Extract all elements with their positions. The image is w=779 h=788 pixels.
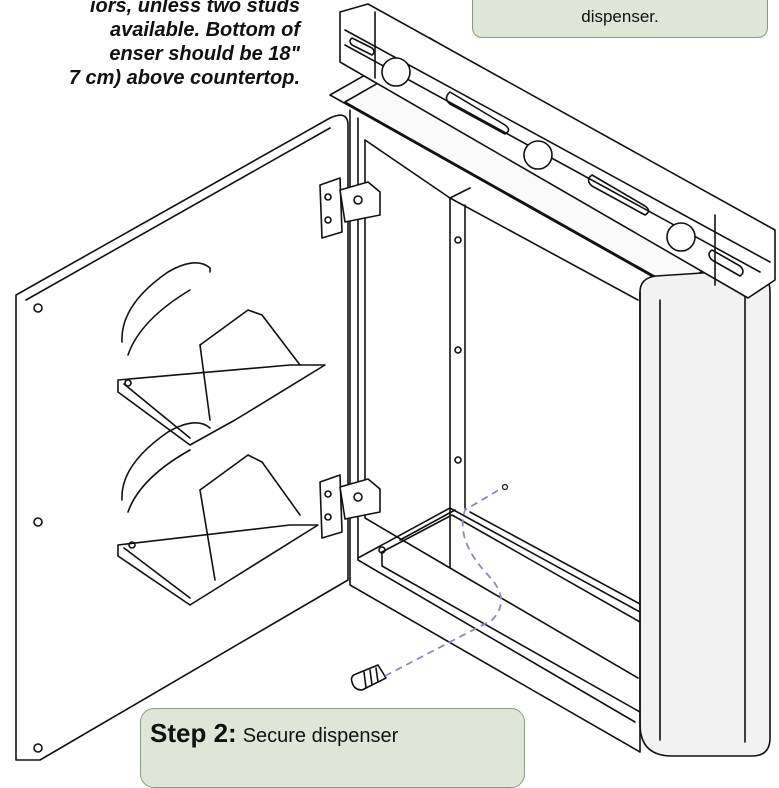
level-tool-icon [339, 3, 776, 299]
callout-step1: dispenser. [472, 0, 768, 38]
hinge-icon [319, 177, 381, 539]
note-line-1: iors, unless two studs [89, 0, 300, 17]
callout-step1-text: dispenser. [581, 7, 659, 26]
note-line-3: enser should be 18" [109, 43, 300, 65]
note-line-4: 7 cm) above countertop. [68, 67, 300, 89]
note-line-2: available. Bottom of [109, 19, 300, 41]
cabinet-door [15, 114, 349, 761]
dispenser-illustration [15, 3, 776, 761]
step2-text: Secure dispenser [242, 725, 399, 747]
mounting-note: iors, unless two studs available. Bottom… [0, 0, 300, 90]
screw-path [384, 487, 503, 677]
step2-title: Step 2: [150, 718, 237, 748]
callout-step2: Step 2:Secure dispenser [140, 708, 525, 788]
screw-icon [350, 664, 387, 691]
